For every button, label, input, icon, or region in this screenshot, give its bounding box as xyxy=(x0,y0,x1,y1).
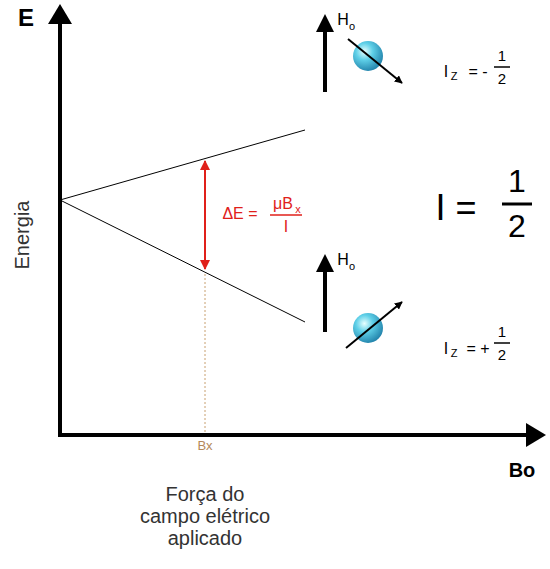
fraction-number: 1 xyxy=(498,324,506,341)
spin-arrow xyxy=(348,39,402,83)
field-arrowhead xyxy=(316,254,334,272)
formula-text: ΔE = xyxy=(222,205,257,223)
field-arrow xyxy=(323,270,327,332)
energy-gap-arrow xyxy=(204,161,206,269)
fraction-number: 1 xyxy=(508,164,526,199)
axis-arrowhead xyxy=(48,4,72,24)
field-symbol: H xyxy=(337,11,349,29)
spin-label: = - xyxy=(468,63,487,81)
subscript: o xyxy=(349,20,355,32)
field-arrow xyxy=(323,30,327,92)
fraction-bar xyxy=(494,66,510,68)
field-symbol: H xyxy=(337,251,349,269)
spin-arrow xyxy=(346,302,402,348)
axis-title: Energia xyxy=(11,201,33,270)
fraction-bar xyxy=(502,203,532,206)
fraction-number: 1 xyxy=(498,48,506,65)
fraction-number: 2 xyxy=(498,71,506,88)
formula-text: μB xyxy=(273,195,293,213)
axis-label: Bo xyxy=(509,459,536,481)
axis-label: E xyxy=(18,5,34,31)
field-axis xyxy=(58,433,528,437)
energy-axis xyxy=(58,22,62,437)
subscript: Z xyxy=(451,347,458,359)
subscript: Z xyxy=(451,70,458,82)
spin-number-label: I = xyxy=(435,188,476,228)
axis-arrowhead xyxy=(526,423,546,447)
fraction-number: 2 xyxy=(508,209,526,244)
formula-text: I xyxy=(284,218,288,236)
spin-label: = + xyxy=(466,340,489,358)
subscript: o xyxy=(349,260,355,272)
spin-label: I xyxy=(444,340,448,358)
fraction-number: 2 xyxy=(498,347,506,364)
field-arrowhead xyxy=(316,14,334,32)
fraction-bar xyxy=(494,342,510,344)
field-dropline xyxy=(205,274,206,433)
field-value-label: Bx xyxy=(197,439,212,453)
upper-level-line xyxy=(60,130,305,200)
spin-label: I xyxy=(444,63,448,81)
subscript: x xyxy=(295,203,301,215)
axis-title: Força do campo elétrico aplicado xyxy=(134,483,276,549)
lower-level-line xyxy=(60,200,305,322)
